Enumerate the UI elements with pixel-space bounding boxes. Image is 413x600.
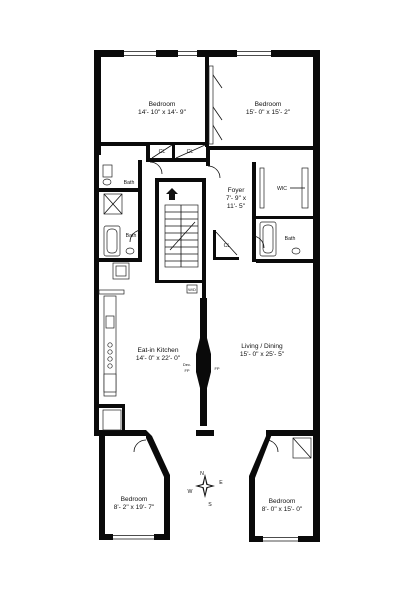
bedroom-se-name: Bedroom <box>269 498 296 505</box>
fixtures <box>98 65 312 459</box>
bedroom-nw-name: Bedroom <box>149 101 176 108</box>
living-name: Living / Dining <box>241 343 283 350</box>
compass-n: N <box>200 471 204 477</box>
bedroom-se-size: 8'- 0" x 15'- 0" <box>262 506 303 513</box>
stairs <box>164 188 199 294</box>
compass-rose: N S E W <box>188 471 224 508</box>
kitchen-name: Eat-in Kitchen <box>137 347 178 354</box>
foyer-name: Foyer <box>228 187 246 194</box>
closet-label-1: CL <box>159 149 166 155</box>
dec-fp-line1: Dec. <box>183 362 191 367</box>
living-size: 15'- 0" x 25'- 5" <box>240 351 285 358</box>
exterior-walls <box>94 50 320 542</box>
compass-s: S <box>208 502 212 508</box>
bedroom-nw-size: 14'- 10" x 14'- 9" <box>138 109 187 116</box>
compass-e: E <box>219 480 223 486</box>
bedroom-sw-name: Bedroom <box>121 496 148 503</box>
foyer-size-line1: 7'- 9" x <box>226 195 247 202</box>
wd-label: W/D <box>188 287 196 292</box>
interior-walls <box>99 57 313 430</box>
closet-label-3: CL <box>224 243 231 249</box>
compass-w: W <box>188 489 193 495</box>
bedroom-sw-size: 8'- 2" x 19'- 7" <box>114 504 155 511</box>
bath-label-left: Bath <box>126 233 137 239</box>
bath-label-top-left: Bath <box>124 180 135 186</box>
stair-arrow-icon <box>166 188 178 200</box>
wic-label: WIC <box>277 186 287 192</box>
dec-fp-line2: FP <box>184 368 189 373</box>
windows <box>113 51 298 542</box>
room-labels: Bedroom 14'- 10" x 14'- 9" Bedroom 15'- … <box>114 101 303 513</box>
kitchen-size: 14'- 0" x 22'- 0" <box>136 355 181 362</box>
fp-label: FP <box>214 366 219 371</box>
bedroom-ne-name: Bedroom <box>255 101 282 108</box>
bath-label-right: Bath <box>285 236 296 242</box>
bedroom-ne-size: 15'- 0" x 15'- 2" <box>246 109 291 116</box>
closet-label-2: CL <box>187 149 194 155</box>
foyer-size-line2: 11'- 5" <box>227 203 246 210</box>
